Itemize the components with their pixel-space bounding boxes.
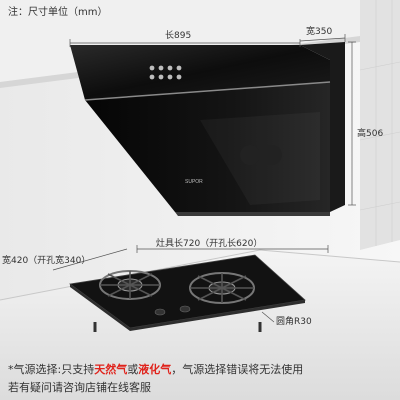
gas-notice-line1: *气源选择:只支持天然气或液化气，气源选择错误将无法使用 [8,364,303,375]
gas-notice-prefix: *气源选择:只支持 [8,363,95,376]
hood-lower-trim [175,212,330,216]
hood-edge-highlight [84,81,331,101]
stove-length-label: 灶具长720（开孔长620） [156,239,263,249]
hood-side [300,42,345,212]
hood-width-line [299,37,346,42]
stove-width-label: 宽420（开孔宽340） [2,256,91,266]
filter-shadow [240,145,282,165]
gas-type-lpg: 液化气 [138,363,172,376]
right-burner [189,272,255,304]
control-button-3 [167,65,173,71]
range-hood: SUPOR [70,42,345,216]
gas-stove [68,254,306,332]
corner-radius-label: 圆角R30 [276,317,312,327]
control-button-2 [158,65,164,71]
stove-knob-right [179,305,191,313]
control-button-5 [149,74,155,80]
left-burner [99,270,161,300]
hood-brand-logo: SUPOR [185,179,203,185]
hood-width-label: 宽350 [306,27,333,37]
unit-note: 注：尺寸单位（mm） [8,7,108,18]
gas-notice-line2: 若有疑问请咨询店铺在线客服 [8,381,151,394]
control-button-1 [149,65,155,71]
control-button-4 [176,65,182,71]
gas-notice-or: 或 [127,363,139,376]
control-button-6 [158,74,164,80]
hood-dimension-lines [69,34,356,206]
gas-type-natural: 天然气 [94,363,128,376]
hood-front [85,82,330,212]
stove-dimension-lines [52,245,329,323]
hood-height-label: 高506 [357,129,384,139]
stove-knob-left [154,308,166,316]
tile-lines [359,0,400,246]
stove-legs [93,322,262,332]
hood-reflection [200,112,320,205]
wall-tile [360,0,400,250]
stove-knobs [154,305,191,316]
stove-width-line [52,248,128,271]
stove-front-edge [70,284,305,331]
hood-length-label: 长895 [165,31,192,41]
corner-pointer [261,311,275,323]
control-button-7 [167,74,173,80]
control-button-8 [176,74,182,80]
gas-notice-warning: ，气源选择错误将无法使用 [171,363,304,376]
control-buttons [149,65,182,80]
